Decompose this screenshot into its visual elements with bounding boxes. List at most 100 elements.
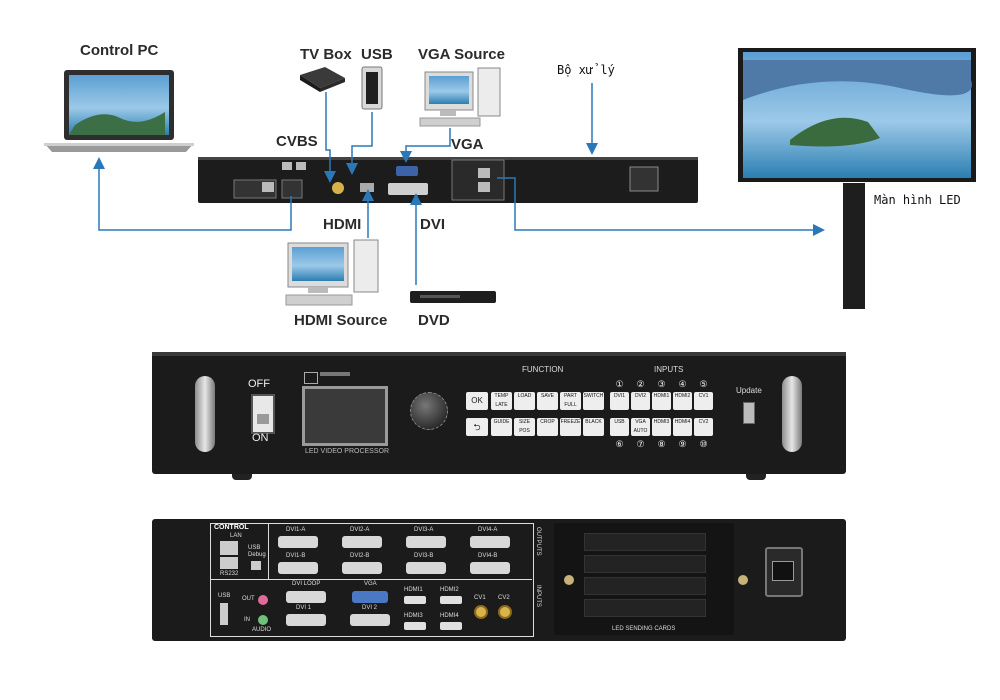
input-button-top-1[interactable]: DVI1 xyxy=(610,392,629,410)
front-usb-port[interactable] xyxy=(743,402,755,424)
tv-box-icon xyxy=(300,67,345,92)
label-hdmi: HDMI xyxy=(323,216,362,233)
hdmi-input-port-2[interactable] xyxy=(440,596,462,604)
dvi-output-b-port-1[interactable] xyxy=(278,562,318,574)
function-button-bottom-2[interactable]: SIZE POS xyxy=(514,418,535,436)
audio-label: AUDIO xyxy=(252,627,272,633)
dvi-output-b-port-3[interactable] xyxy=(406,562,446,574)
rotary-knob[interactable] xyxy=(410,392,448,430)
usb-debug-label: USB Debug xyxy=(248,545,266,558)
dvi2-input-port[interactable] xyxy=(350,614,390,626)
input-button-bottom-5[interactable]: CV2 xyxy=(694,418,713,436)
processor-unit-rear xyxy=(198,157,698,203)
power-off-label: OFF xyxy=(248,378,270,390)
right-handle xyxy=(782,376,802,452)
dvi-output-a-label-4: DVI4-A xyxy=(478,527,498,533)
input-number-bottom-4: ⑨ xyxy=(678,439,687,449)
input-number-top-3: ③ xyxy=(657,379,666,389)
hdmi-input-port-1[interactable] xyxy=(404,596,426,604)
function-button-top-1[interactable]: TEMP LATE xyxy=(491,392,512,410)
ok-button[interactable]: OK xyxy=(466,392,488,410)
input-button-bottom-4[interactable]: HDMI4 xyxy=(673,418,692,436)
inputs-title: INPUTS xyxy=(654,365,684,374)
audio-in-jack[interactable] xyxy=(258,615,268,625)
control-title: CONTROL xyxy=(214,524,249,531)
control-pc-laptop-icon xyxy=(44,70,194,152)
dvi-output-b-port-2[interactable] xyxy=(342,562,382,574)
lan-port[interactable] xyxy=(220,541,238,555)
connection-diagram xyxy=(44,48,976,309)
update-label: Update xyxy=(736,386,762,395)
dvi-output-a-port-2[interactable] xyxy=(342,536,382,548)
front-foot-left xyxy=(232,474,252,480)
lcd-screen xyxy=(302,386,388,446)
audio-out-jack[interactable] xyxy=(258,595,268,605)
input-number-bottom-1: ⑥ xyxy=(615,439,624,449)
usb-input-port[interactable] xyxy=(220,603,228,625)
input-button-bottom-2[interactable]: VGA AUTO xyxy=(631,418,650,436)
front-foot-right xyxy=(746,474,766,480)
dvi-output-b-label-4: DVI4-B xyxy=(478,553,498,559)
input-button-top-5[interactable]: CV1 xyxy=(694,392,713,410)
input-button-bottom-1[interactable]: USB xyxy=(610,418,629,436)
label-vga-source: VGA Source xyxy=(418,46,505,63)
cv-input-label-2: CV2 xyxy=(498,595,510,601)
function-button-top-4[interactable]: PART FULL xyxy=(560,392,581,410)
dvi1-input-label: DVI 1 xyxy=(296,605,312,611)
dvi2-input-label: DVI 2 xyxy=(362,605,378,611)
dvi-loop-port[interactable] xyxy=(286,591,326,603)
vga-source-pc-icon xyxy=(419,67,501,127)
function-button-top-2[interactable]: LOAD xyxy=(514,392,535,410)
audio-in-label: IN xyxy=(244,617,250,623)
function-button-bottom-4[interactable]: FREEZE xyxy=(560,418,581,436)
rear-io-zone xyxy=(210,523,534,637)
hdmi-input-port-4[interactable] xyxy=(440,622,462,630)
function-button-bottom-1[interactable]: GUIDE xyxy=(491,418,512,436)
hdmi-input-label-3: HDMI3 xyxy=(404,613,423,619)
function-button-top-5[interactable]: SWITCH xyxy=(583,392,604,410)
input-number-top-4: ④ xyxy=(678,379,687,389)
input-button-top-2[interactable]: DVI2 xyxy=(631,392,650,410)
input-number-bottom-2: ⑦ xyxy=(636,439,645,449)
input-button-top-4[interactable]: HDMI2 xyxy=(673,392,692,410)
card-slot-2 xyxy=(584,555,706,573)
usb-drive-icon xyxy=(361,66,383,110)
power-switch[interactable] xyxy=(251,394,275,434)
label-dvi: DVI xyxy=(420,216,446,233)
dvi-output-a-port-1[interactable] xyxy=(278,536,318,548)
sending-cards-label: LED SENDING CARDS xyxy=(612,626,676,632)
function-button-bottom-5[interactable]: BLACK xyxy=(583,418,604,436)
dvi-output-b-label-1: DVI1-B xyxy=(286,553,306,559)
connection-lines xyxy=(93,83,825,285)
usb-input-label: USB xyxy=(218,593,231,599)
hdmi-input-label-4: HDMI4 xyxy=(440,613,459,619)
label-processor: Bộ xử lý xyxy=(557,63,615,77)
dvi1-input-port[interactable] xyxy=(286,614,326,626)
led-screen-icon xyxy=(738,48,976,309)
vga-input-port[interactable] xyxy=(352,591,388,603)
lan-label: LAN xyxy=(230,533,242,539)
power-inlet-socket xyxy=(772,561,794,581)
vga-input-label: VGA xyxy=(364,581,377,587)
input-number-top-5: ⑤ xyxy=(699,379,708,389)
function-button-top-3[interactable]: SAVE xyxy=(537,392,558,410)
dvi-output-a-port-3[interactable] xyxy=(406,536,446,548)
rs232-port[interactable] xyxy=(220,557,238,569)
function-button-bottom-3[interactable]: CROP xyxy=(537,418,558,436)
usb-debug-port[interactable] xyxy=(251,561,261,570)
front-panel: OFF ON LED VIDEO PROCESSOR FUNCTION OK ⮌… xyxy=(152,352,846,480)
dvi-output-b-port-4[interactable] xyxy=(470,562,510,574)
hdmi-input-port-3[interactable] xyxy=(404,622,426,630)
label-vga: VGA xyxy=(451,136,484,153)
dvi-output-a-port-4[interactable] xyxy=(470,536,510,548)
back-button[interactable]: ⮌ xyxy=(466,418,488,436)
outputs-side-label: OUTPUTS xyxy=(535,527,541,556)
cv-input-jack-1[interactable] xyxy=(474,605,488,619)
input-button-bottom-3[interactable]: HDMI3 xyxy=(652,418,671,436)
hdmi-input-label-2: HDMI2 xyxy=(440,587,459,593)
hdmi-input-label-1: HDMI1 xyxy=(404,587,423,593)
input-button-top-3[interactable]: HDMI1 xyxy=(652,392,671,410)
card-slot-1 xyxy=(584,533,706,551)
cv-input-jack-2[interactable] xyxy=(498,605,512,619)
inputs-side-label: INPUTS xyxy=(535,585,541,608)
